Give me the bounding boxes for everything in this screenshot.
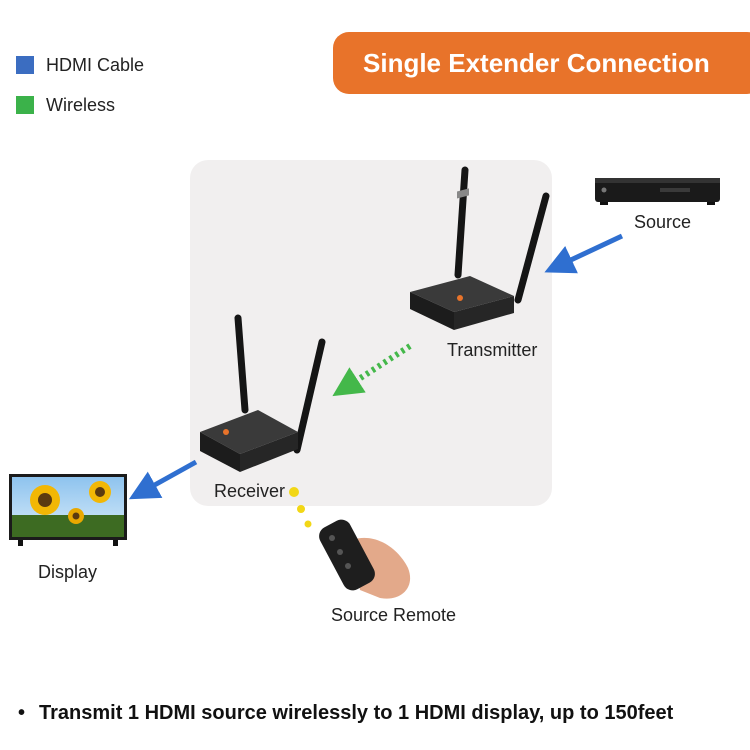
wireless-arrow bbox=[332, 343, 412, 397]
feature-note: • Transmit 1 HDMI source wirelessly to 1 … bbox=[18, 702, 673, 725]
receiver-icon bbox=[200, 314, 326, 472]
transmitter-icon bbox=[410, 166, 550, 330]
legend-wireless-swatch bbox=[16, 96, 34, 114]
source-device-icon bbox=[595, 178, 720, 205]
source-remote-label: Source Remote bbox=[331, 605, 457, 625]
remote-hand-icon bbox=[319, 519, 411, 599]
page-title: Single Extender Connection bbox=[363, 47, 710, 78]
transmitter-label: Transmitter bbox=[447, 340, 538, 360]
feature-note-text: Transmit 1 HDMI source wirelessly to 1 H… bbox=[39, 702, 674, 724]
hdmi-arrow-display bbox=[128, 459, 198, 500]
title-banner: Single Extender Connection bbox=[333, 32, 750, 94]
legend-wireless-label: Wireless bbox=[46, 95, 116, 115]
bullet: • bbox=[18, 702, 26, 724]
display-label: Display bbox=[38, 562, 98, 582]
display-tv-icon bbox=[9, 474, 127, 546]
legend-hdmi-swatch bbox=[16, 56, 34, 74]
legend-hdmi-label: HDMI Cable bbox=[46, 55, 145, 75]
source-label: Source bbox=[634, 212, 692, 232]
receiver-label: Receiver bbox=[214, 481, 286, 501]
ir-signal-dots bbox=[289, 487, 312, 528]
hdmi-arrow-source bbox=[544, 233, 624, 274]
